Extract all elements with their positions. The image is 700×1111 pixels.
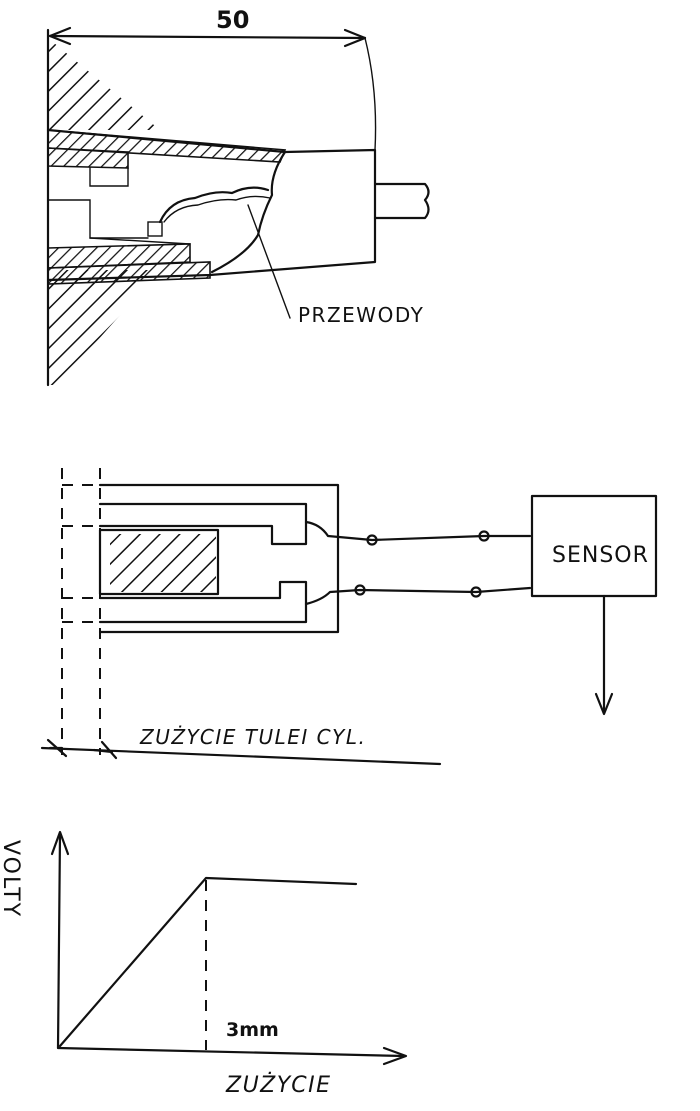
wires (158, 186, 270, 224)
sensor-cross-section: 50 PRZEWODY (46, 6, 430, 387)
voltage-wear-graph: 3mm VOLTY ZUŻYCIE (0, 830, 408, 1098)
sensor-label: SENSOR (552, 543, 649, 568)
terminal (354, 584, 366, 596)
y-axis-label: VOLTY (0, 840, 23, 918)
response-curve (58, 876, 358, 1048)
terminal (478, 530, 490, 542)
dimension-50: 50 (48, 6, 377, 151)
dimension-label: 50 (216, 6, 249, 34)
wiring-schematic: SENSOR ZUŻYCIE TULEI CYL. (40, 468, 658, 766)
sensor-box (530, 494, 658, 598)
sensor-body (46, 128, 430, 319)
block-wall-hatch (48, 38, 160, 385)
cable-rod (373, 182, 430, 220)
terminal (366, 534, 378, 546)
terminal (470, 586, 482, 598)
wear-element-hatch (110, 534, 216, 592)
wires-label: PRZEWODY (298, 303, 424, 327)
x-axis-label: ZUŻYCIE (225, 1072, 332, 1098)
wear-label: ZUŻYCIE TULEI CYL. (139, 725, 366, 749)
y-axis (56, 832, 62, 1050)
threshold-label: 3mm (226, 1019, 279, 1041)
x-axis (56, 1046, 406, 1058)
